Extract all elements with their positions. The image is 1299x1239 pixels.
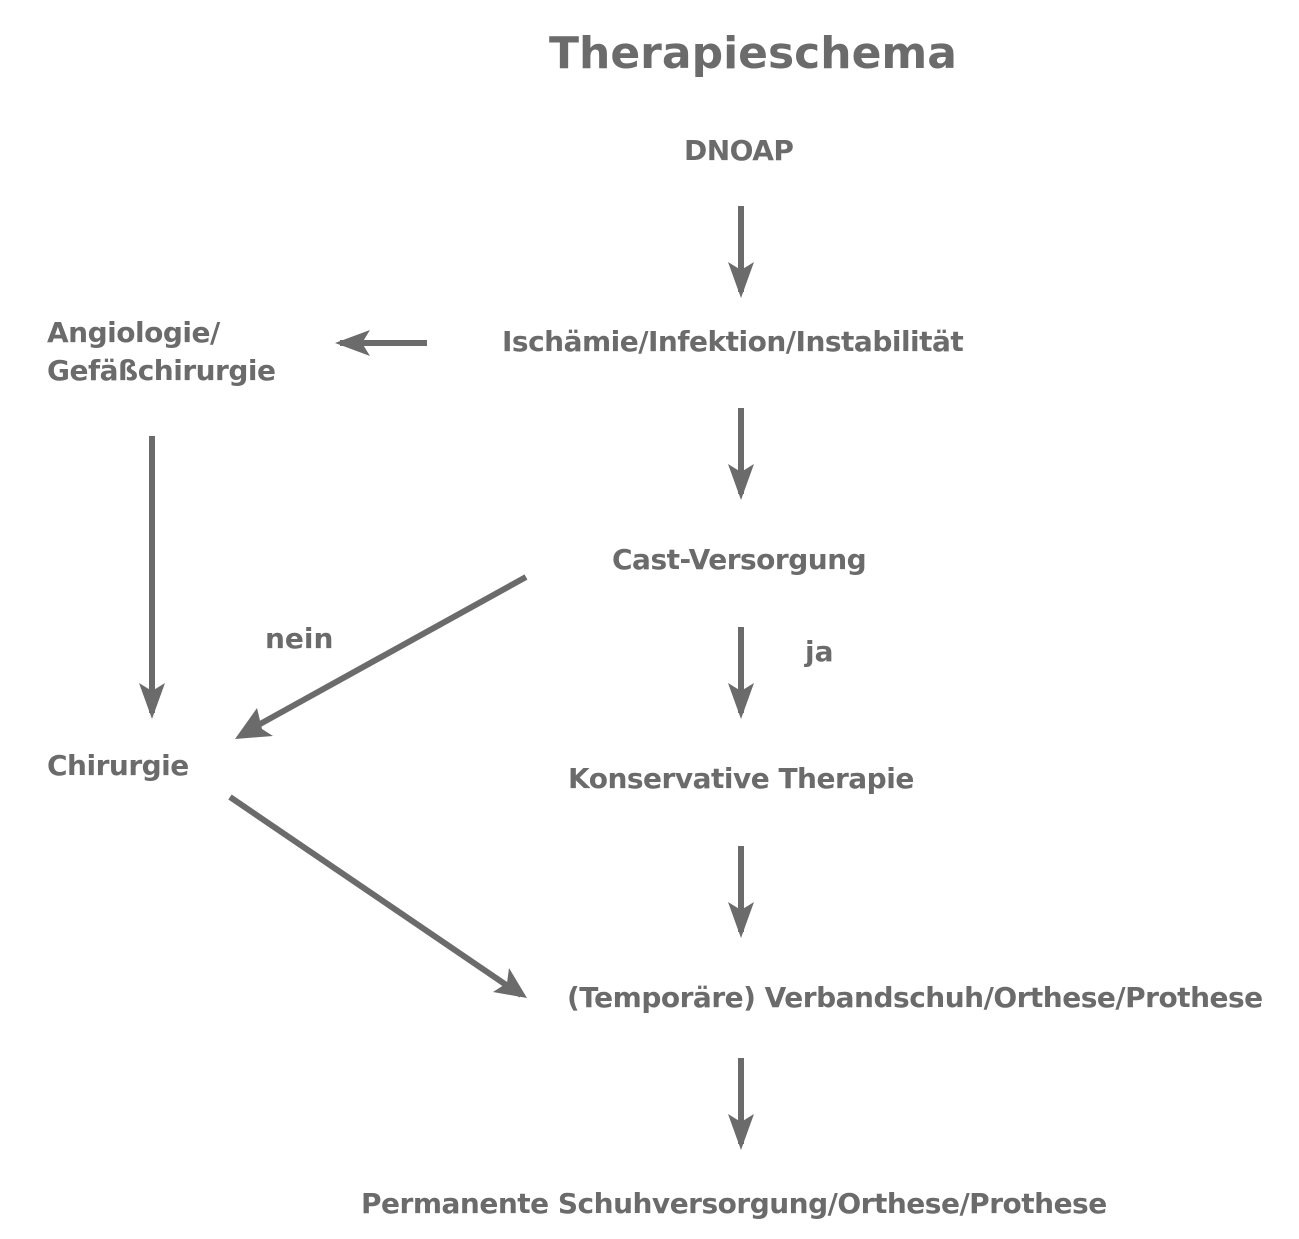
diagram-title: Therapieschema: [549, 28, 957, 79]
node-angiologie-line1: Angiologie/: [47, 316, 220, 349]
arrow-chirurgie-to-temporaer: [228, 794, 523, 998]
node-temporaere-versorgung: (Temporäre) Verbandschuh/Orthese/Prothes…: [567, 981, 1263, 1014]
arrowhead-down-icon: [728, 902, 754, 938]
arrowhead-down-left-icon: [235, 708, 273, 739]
arrowhead-down-icon: [728, 683, 754, 719]
arrow-cast-to-chirurgie-nein: [240, 574, 528, 737]
node-angiologie-gefaesschirurgie: Angiologie/ Gefäßchirurgie: [47, 314, 276, 390]
arrowhead-down-icon: [728, 1114, 754, 1150]
node-ischaemie-infektion-instabilitaet: Ischämie/Infektion/Instabilität: [502, 325, 964, 358]
arrowhead-down-right-icon: [493, 968, 527, 998]
arrowhead-down-icon: [139, 683, 165, 719]
arrowhead-down-icon: [728, 464, 754, 500]
edge-label-ja: ja: [805, 635, 834, 668]
node-dnoap: DNOAP: [684, 134, 794, 167]
edge-label-nein: nein: [265, 622, 334, 655]
node-angiologie-line2: Gefäßchirurgie: [47, 354, 276, 387]
arrowhead-down-icon: [728, 262, 754, 298]
arrowhead-left-icon: [335, 330, 370, 356]
node-permanente-versorgung: Permanente Schuhversorgung/Orthese/Proth…: [361, 1187, 1107, 1220]
node-konservative-therapie: Konservative Therapie: [568, 762, 914, 795]
node-cast-versorgung: Cast-Versorgung: [612, 543, 867, 576]
node-chirurgie: Chirurgie: [47, 749, 189, 782]
